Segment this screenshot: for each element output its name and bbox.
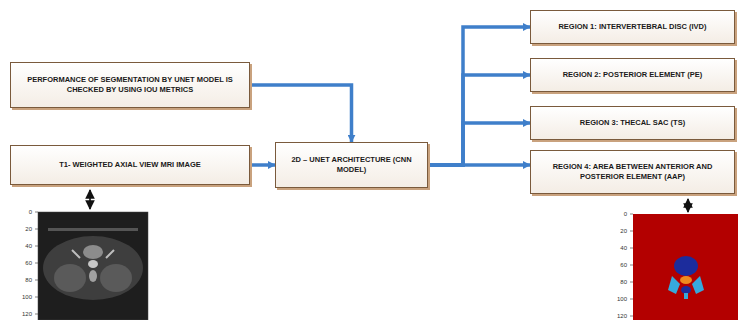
axis-tick-label: 0 xyxy=(14,208,32,216)
mri-image xyxy=(38,212,148,320)
axis-tick-label: 0 xyxy=(609,210,627,218)
axis-tick-label: 20 xyxy=(14,225,32,233)
box-label: T1- WEIGHTED AXIAL VIEW MRI IMAGE xyxy=(59,160,201,170)
axis-tick-label: 100 xyxy=(609,295,627,303)
axis-ticks xyxy=(630,214,633,316)
flow-arrow xyxy=(428,163,530,167)
output-region-box: REGION 1: INTERVERTEBRAL DISC (IVD) xyxy=(530,10,735,44)
axis-tick-label: 60 xyxy=(609,261,627,269)
box-label: REGION 4: AREA BETWEEN ANTERIOR AND POST… xyxy=(539,162,726,182)
axis-tick-label: 120 xyxy=(609,312,627,320)
axis-tick-label: 100 xyxy=(14,293,32,301)
output-region-box: REGION 4: AREA BETWEEN ANTERIOR AND POST… xyxy=(530,150,735,194)
axis-tick-label: 60 xyxy=(14,259,32,267)
image-link-arrow xyxy=(89,190,91,209)
axis-tick-label: 80 xyxy=(14,276,32,284)
box-label: PERFORMANCE OF SEGMENTATION BY UNET MODE… xyxy=(19,75,241,95)
flow-arrow xyxy=(428,123,530,165)
axis-ticks xyxy=(35,212,38,314)
axis-tick-label: 80 xyxy=(609,278,627,286)
flow-arrow xyxy=(250,85,352,142)
box-label: REGION 1: INTERVERTEBRAL DISC (IVD) xyxy=(558,22,706,32)
output-region-box: REGION 3: THECAL SAC (TS) xyxy=(530,106,735,140)
process-box: T1- WEIGHTED AXIAL VIEW MRI IMAGE xyxy=(10,145,250,185)
axis-tick-label: 40 xyxy=(14,242,32,250)
process-box: PERFORMANCE OF SEGMENTATION BY UNET MODE… xyxy=(10,62,250,108)
axis-tick-label: 40 xyxy=(609,244,627,252)
process-box: 2D – UNET ARCHITECTURE (CNN MODEL) xyxy=(275,142,428,188)
box-label: 2D – UNET ARCHITECTURE (CNN MODEL) xyxy=(284,155,419,175)
flow-arrow xyxy=(428,75,530,165)
flow-arrow xyxy=(250,163,275,167)
axis-tick-label: 120 xyxy=(14,310,32,318)
box-label: REGION 3: THECAL SAC (TS) xyxy=(580,118,685,128)
axis-tick-label: 20 xyxy=(609,227,627,235)
flow-arrow xyxy=(428,27,530,165)
output-region-box: REGION 2: POSTERIOR ELEMENT (PE) xyxy=(530,58,735,92)
segmentation-image xyxy=(633,214,738,320)
box-label: REGION 2: POSTERIOR ELEMENT (PE) xyxy=(563,70,703,80)
image-link-arrow xyxy=(687,199,689,212)
